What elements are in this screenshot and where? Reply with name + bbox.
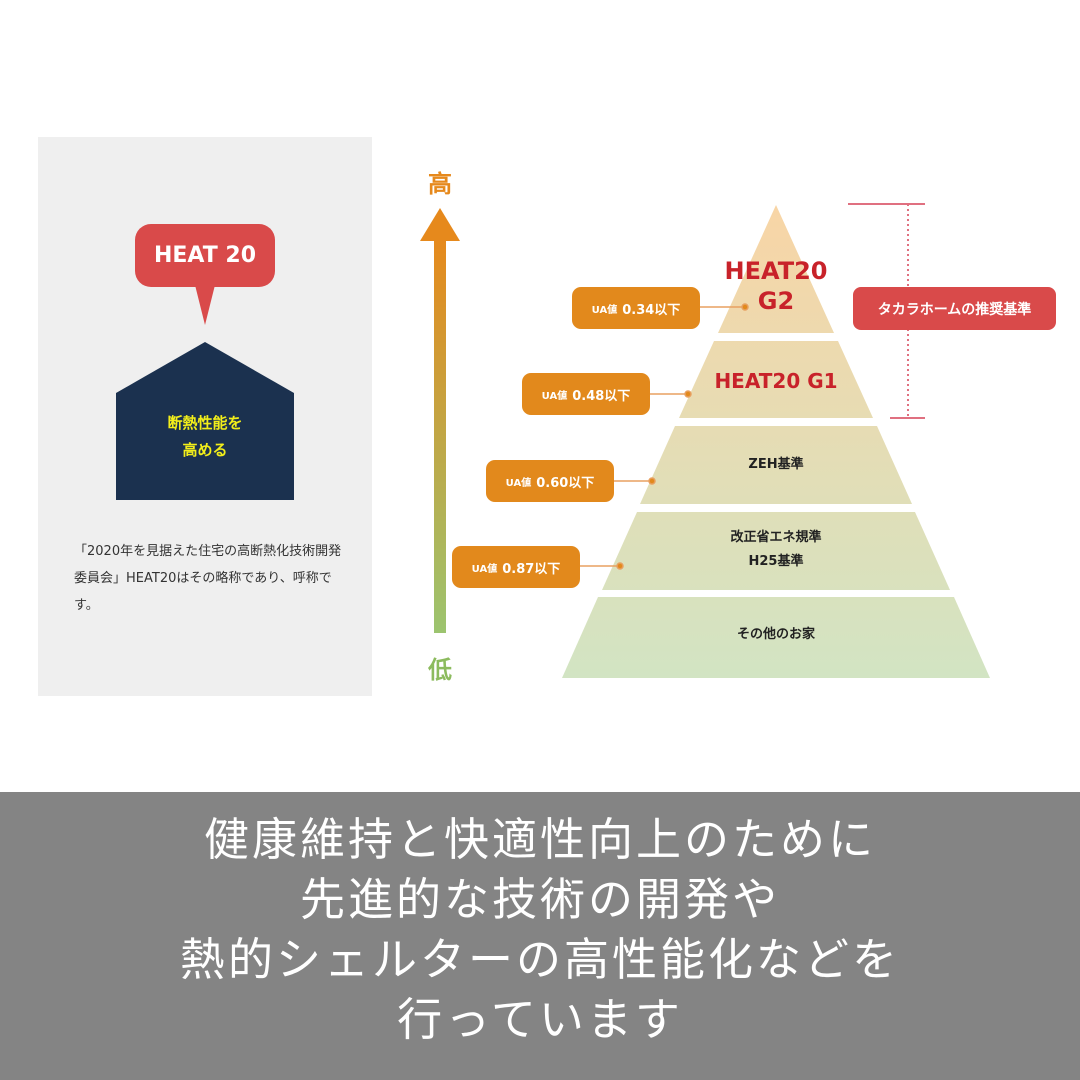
caption-line: 行っています [397, 993, 683, 1046]
arrow-head [420, 208, 460, 241]
level-g2 [718, 205, 834, 333]
house-text: 断熱性能を高める [167, 414, 243, 459]
arrow-shaft [434, 238, 446, 633]
caption-line: 熱的シェルターの高性能化などを [179, 933, 900, 986]
pyramid [562, 205, 990, 678]
level-g1-label: HEAT20 G1 [714, 369, 838, 393]
bubble-tail [195, 285, 215, 325]
level-other [562, 597, 990, 678]
connectors [578, 303, 749, 570]
low-label: 低 [428, 656, 452, 684]
caption-banner: 健康維持と快適性向上のために 先進的な技術の開発や 熱的シェルターの高性能化など… [0, 792, 1080, 1080]
level-other-label: その他のお家 [736, 627, 815, 642]
diagram-graphics [116, 203, 990, 678]
high-label: 高 [428, 170, 452, 198]
heat20-bubble: HEAT 20 [135, 224, 275, 287]
caption-line: 健康維持と快適性向上のために [203, 813, 876, 866]
level-h25 [602, 512, 950, 590]
caption-line: 先進的な技術の開発や [299, 873, 780, 926]
level-zeh-label: ZEH基準 [748, 457, 804, 472]
recommendation-badge: タカラホームの推奨基準 [853, 287, 1056, 330]
level-zeh [640, 426, 912, 504]
level-g1 [679, 341, 873, 418]
heat20-description: 「2020年を見据えた住宅の高断熱化技術開発委員会」HEAT20はその略称であり… [74, 544, 342, 613]
house-shape [116, 342, 294, 500]
